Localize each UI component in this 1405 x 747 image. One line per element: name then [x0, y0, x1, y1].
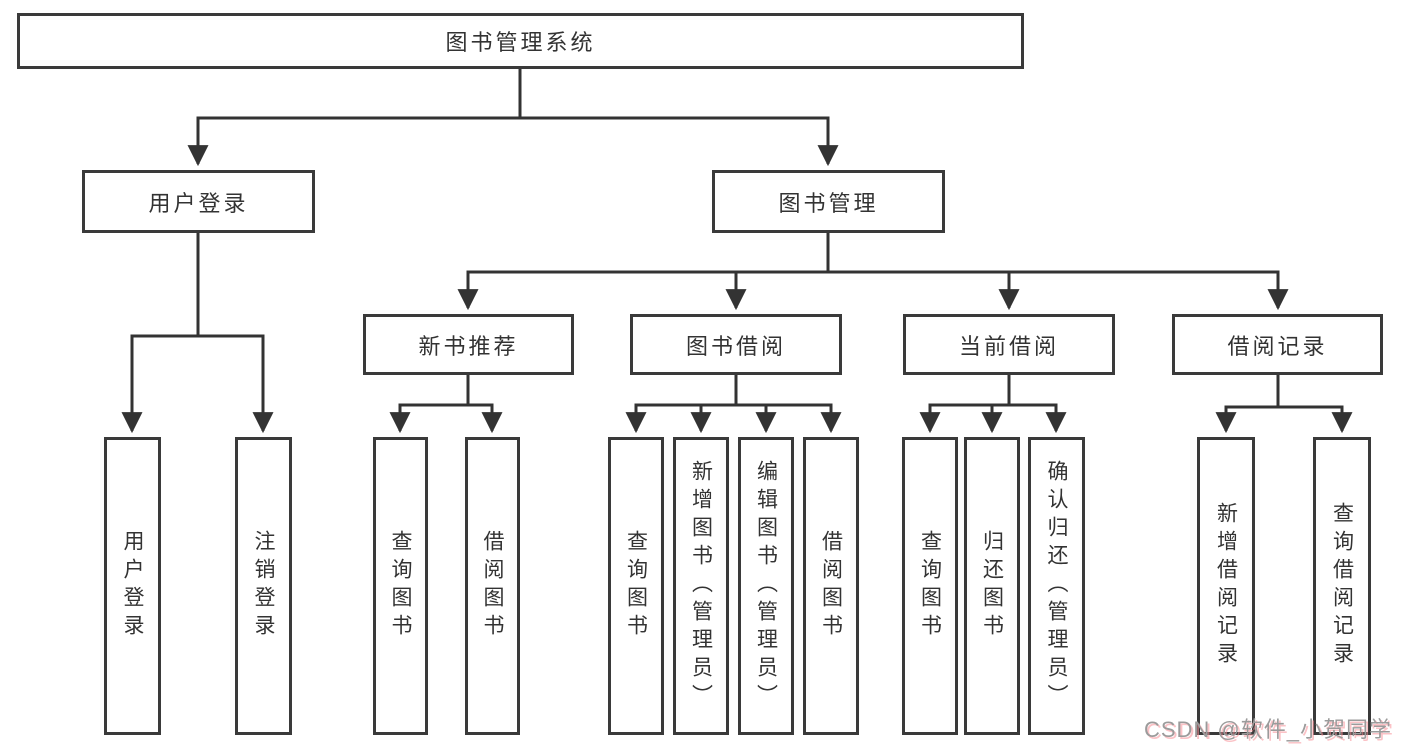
leaf-add-borrow-record-label: 新增借阅记录	[1214, 502, 1238, 670]
leaf-borrow-books: 借阅图书	[803, 437, 859, 735]
leaf-borrow-books-recommend: 借阅图书	[465, 437, 520, 735]
leaf-user-login-label: 用户登录	[121, 530, 145, 642]
node-book-borrowing: 图书借阅	[630, 314, 842, 375]
leaf-borrow-books-label: 借阅图书	[819, 530, 843, 642]
leaf-query-books-recommend: 查询图书	[373, 437, 428, 735]
leaf-query-borrow-record-label: 查询借阅记录	[1330, 502, 1354, 670]
csdn-watermark: CSDN @软件_小贺同学	[1143, 717, 1392, 742]
leaf-logout-label: 注销登录	[252, 530, 276, 642]
leaf-user-login: 用户登录	[104, 437, 161, 735]
leaf-logout: 注销登录	[235, 437, 292, 735]
leaf-query-books-recommend-label: 查询图书	[389, 530, 413, 642]
leaf-add-borrow-record: 新增借阅记录	[1197, 437, 1255, 735]
leaf-edit-book-admin-label: 编辑图书（管理员）	[754, 460, 778, 712]
node-borrowing-records: 借阅记录	[1172, 314, 1383, 375]
leaf-confirm-return-admin-label: 确认归还（管理员）	[1045, 460, 1069, 712]
leaf-add-book-admin: 新增图书（管理员）	[673, 437, 729, 735]
leaf-return-books: 归还图书	[964, 437, 1020, 735]
leaf-edit-book-admin: 编辑图书（管理员）	[738, 437, 794, 735]
root-node-library-system: 图书管理系统	[17, 13, 1024, 69]
leaf-add-book-admin-label: 新增图书（管理员）	[689, 460, 713, 712]
node-current-borrowing: 当前借阅	[903, 314, 1115, 375]
leaf-query-books-borrowing: 查询图书	[608, 437, 664, 735]
leaf-query-books-borrowing-label: 查询图书	[624, 530, 648, 642]
node-new-book-recommend: 新书推荐	[363, 314, 574, 375]
leaf-query-books-current-label: 查询图书	[918, 530, 942, 642]
leaf-confirm-return-admin: 确认归还（管理员）	[1028, 437, 1085, 735]
leaf-query-books-current: 查询图书	[902, 437, 958, 735]
leaf-query-borrow-record: 查询借阅记录	[1313, 437, 1371, 735]
node-user-login: 用户登录	[82, 170, 315, 233]
node-book-management: 图书管理	[712, 170, 945, 233]
leaf-borrow-books-recommend-label: 借阅图书	[481, 530, 505, 642]
leaf-return-books-label: 归还图书	[980, 530, 1004, 642]
